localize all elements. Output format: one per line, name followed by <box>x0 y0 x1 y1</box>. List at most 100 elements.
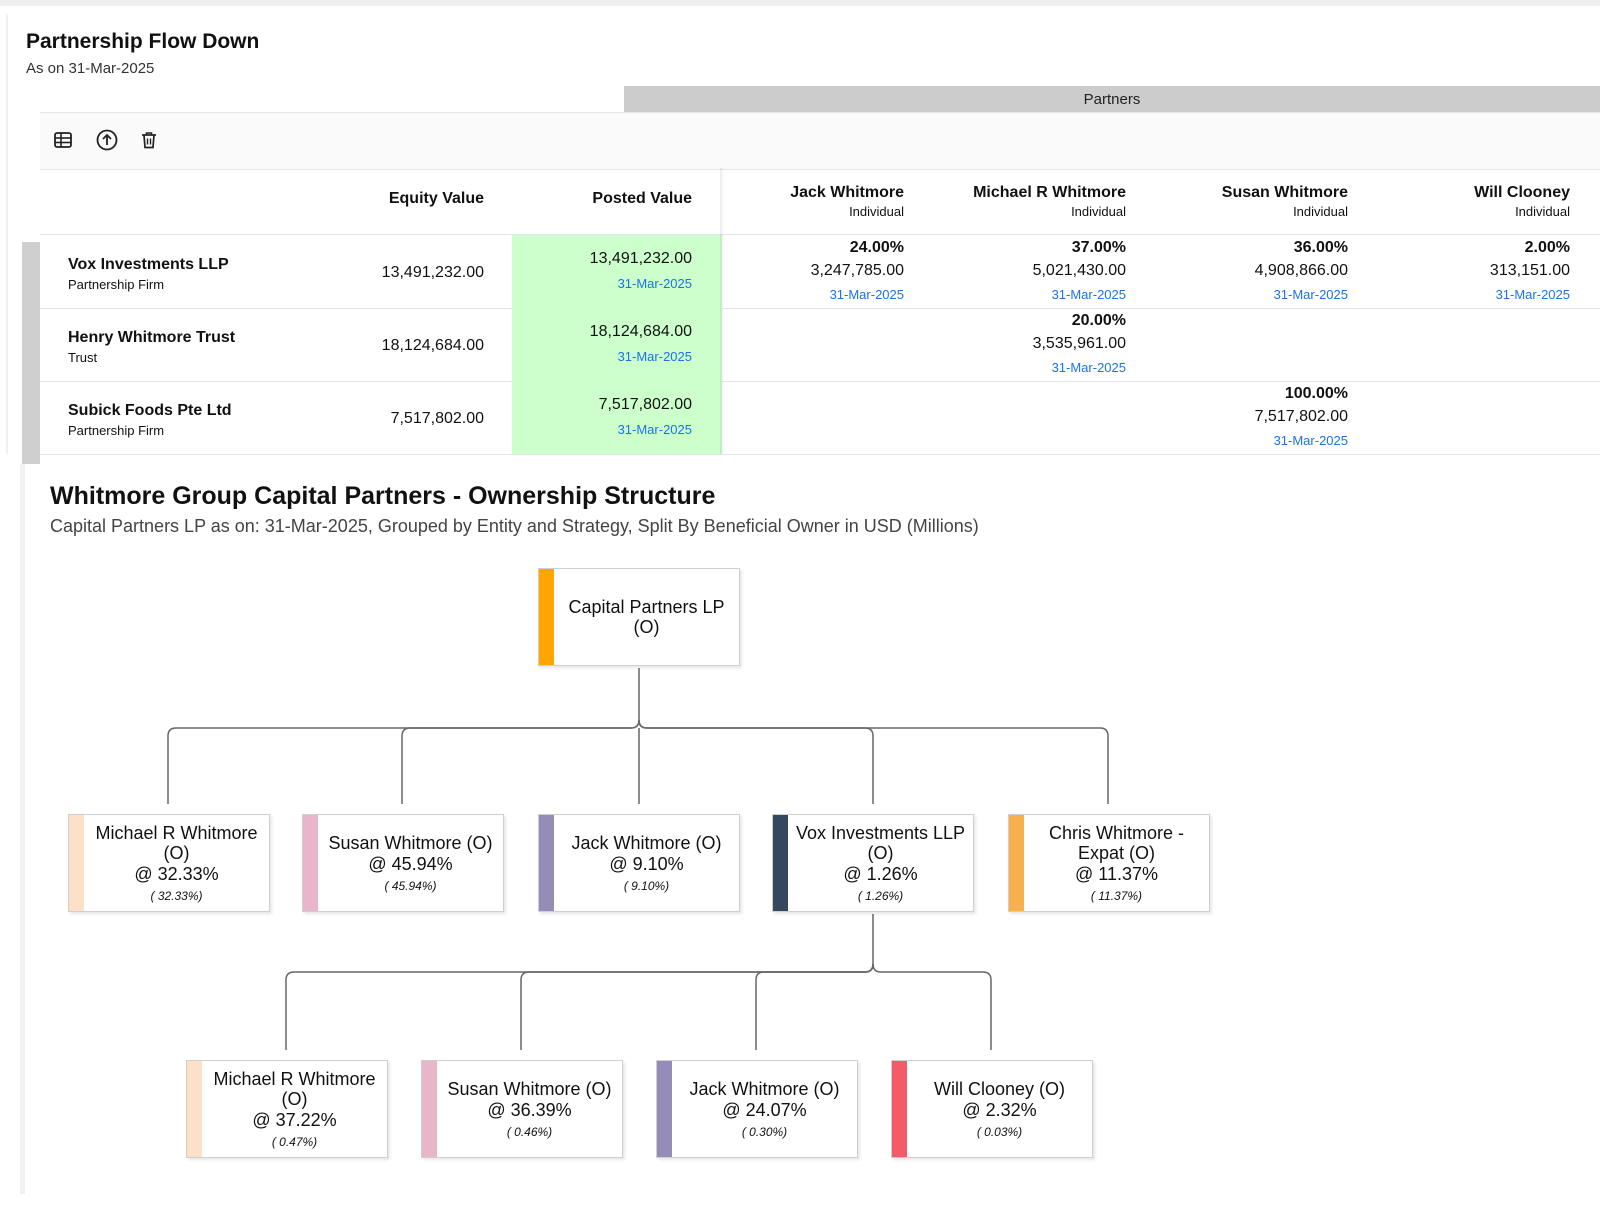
node-share: @ 32.33% <box>134 864 219 884</box>
entity-name: Subick Foods Pte Ltd <box>68 402 232 419</box>
node-share: @ 37.22% <box>252 1110 337 1130</box>
posted-value-header[interactable]: Posted Value <box>592 190 692 207</box>
node-color-marker <box>422 1061 437 1157</box>
chart-title: Whitmore Group Capital Partners - Owners… <box>50 482 716 510</box>
posted-value-cell[interactable]: 18,124,684.00 31-Mar-2025 <box>512 308 722 381</box>
node-share: @ 11.37% <box>1075 864 1158 884</box>
connector <box>167 668 640 804</box>
node-share: @ 45.94% <box>368 854 453 874</box>
cell-percent: 24.00% <box>849 239 904 256</box>
partner-cell-michael[interactable]: 20.00% 3,535,961.00 31-Mar-2025 <box>906 312 1126 375</box>
entity-type: Partnership Firm <box>68 423 165 438</box>
partner-name: Michael R Whitmore <box>973 184 1126 201</box>
cell-percent: 36.00% <box>1293 239 1348 256</box>
entity-name: Henry Whitmore Trust <box>68 329 236 346</box>
partners-label: Partners <box>1083 91 1141 108</box>
cell-amount: 313,151.00 <box>1489 262 1570 279</box>
equity-value: 7,517,802.00 <box>390 410 484 427</box>
org-node-vox-jack[interactable]: Jack Whitmore (O) @ 24.07% ( 0.30%) <box>656 1060 858 1158</box>
posted-value: 7,517,802.00 <box>598 396 692 413</box>
node-share: @ 24.07% <box>722 1100 807 1120</box>
org-node-root[interactable]: Capital Partners LP (O) <box>538 568 740 666</box>
entity-name: Vox Investments LLP <box>68 256 229 273</box>
entity-type: Trust <box>68 350 98 365</box>
partner-header-susan[interactable]: Susan Whitmore Individual <box>1128 184 1348 219</box>
posted-value: 18,124,684.00 <box>589 323 692 340</box>
org-node-jack[interactable]: Jack Whitmore (O) @ 9.10% ( 9.10%) <box>538 814 740 912</box>
posted-value-cell[interactable]: 13,491,232.00 31-Mar-2025 <box>512 235 722 308</box>
cell-percent: 20.00% <box>1071 312 1126 329</box>
chart-subtitle: Capital Partners LP as on: 31-Mar-2025, … <box>50 516 979 536</box>
table-grid-icon[interactable] <box>52 129 74 151</box>
partners-group-header: Partners <box>624 86 1600 112</box>
table-row[interactable]: Henry Whitmore Trust Trust 18,124,684.00… <box>40 308 1600 382</box>
node-effective-share: ( 0.46%) <box>506 1125 553 1139</box>
node-name: Chris Whitmore - Expat (O) <box>1048 823 1184 863</box>
top-strip <box>0 0 1600 6</box>
table-row[interactable]: Subick Foods Pte Ltd Partnership Firm 7,… <box>40 381 1600 455</box>
node-share: @ 2.32% <box>962 1100 1037 1120</box>
equity-value: 18,124,684.00 <box>381 337 484 354</box>
frozen-column-shadow <box>720 168 724 454</box>
partner-cell-michael[interactable]: 37.00% 5,021,430.00 31-Mar-2025 <box>906 239 1126 302</box>
partner-cell-susan[interactable]: 36.00% 4,908,866.00 31-Mar-2025 <box>1128 239 1348 302</box>
connector <box>285 914 874 1050</box>
page-title: Partnership Flow Down <box>26 30 260 53</box>
grid-toolbar <box>40 112 1600 170</box>
node-effective-share: ( 0.47%) <box>271 1135 318 1149</box>
node-name: Michael R Whitmore (O) <box>95 823 258 863</box>
trash-icon[interactable] <box>138 129 160 151</box>
cell-date[interactable]: 31-Mar-2025 <box>1051 360 1126 375</box>
connector <box>755 963 874 1050</box>
node-effective-share: ( 9.10%) <box>623 879 670 893</box>
entity-type: Partnership Firm <box>68 277 165 292</box>
posted-value-cell[interactable]: 7,517,802.00 31-Mar-2025 <box>512 381 722 454</box>
node-color-marker <box>539 569 554 665</box>
card-edge <box>6 14 8 454</box>
table-row[interactable]: Vox Investments LLP Partnership Firm 13,… <box>40 235 1600 309</box>
org-node-vox[interactable]: Vox Investments LLP (O) @ 1.26% ( 1.26%) <box>772 814 974 912</box>
partner-header-jack[interactable]: Jack Whitmore Individual <box>684 184 904 219</box>
node-share: @ 36.39% <box>487 1100 572 1120</box>
cell-date[interactable]: 31-Mar-2025 <box>829 287 904 302</box>
row-scroll-indicator[interactable] <box>22 242 40 464</box>
partner-header-will[interactable]: Will Clooney Individual <box>1350 184 1570 219</box>
org-node-vox-michael[interactable]: Michael R Whitmore (O) @ 37.22% ( 0.47%) <box>186 1060 388 1158</box>
cell-amount: 3,247,785.00 <box>810 262 904 279</box>
node-color-marker <box>69 815 84 911</box>
posted-date[interactable]: 31-Mar-2025 <box>617 422 692 437</box>
node-color-marker <box>539 815 554 911</box>
posted-value: 13,491,232.00 <box>589 250 692 267</box>
org-node-michael[interactable]: Michael R Whitmore (O) @ 32.33% ( 32.33%… <box>68 814 270 912</box>
node-effective-share: ( 0.30%) <box>741 1125 788 1139</box>
cell-amount: 5,021,430.00 <box>1032 262 1126 279</box>
org-node-vox-will[interactable]: Will Clooney (O) @ 2.32% ( 0.03%) <box>891 1060 1093 1158</box>
cell-date[interactable]: 31-Mar-2025 <box>1051 287 1126 302</box>
cell-percent: 100.00% <box>1284 385 1348 402</box>
upload-circle-icon[interactable] <box>96 129 118 151</box>
partner-cell-jack[interactable]: 24.00% 3,247,785.00 31-Mar-2025 <box>684 239 904 302</box>
partner-header-michael[interactable]: Michael R Whitmore Individual <box>906 184 1126 219</box>
partner-cell-will[interactable]: 2.00% 313,151.00 31-Mar-2025 <box>1350 239 1570 302</box>
partner-cell-susan[interactable]: 100.00% 7,517,802.00 31-Mar-2025 <box>1128 385 1348 448</box>
connector <box>520 963 874 1050</box>
node-name: Susan Whitmore (O) <box>447 1079 612 1099</box>
node-name: Michael R Whitmore (O) <box>213 1069 376 1109</box>
org-node-vox-susan[interactable]: Susan Whitmore (O) @ 36.39% ( 0.46%) <box>421 1060 623 1158</box>
node-name: Jack Whitmore (O) <box>571 833 722 853</box>
cell-date[interactable]: 31-Mar-2025 <box>1495 287 1570 302</box>
cell-amount: 7,517,802.00 <box>1254 408 1348 425</box>
connector <box>638 719 1109 804</box>
cell-date[interactable]: 31-Mar-2025 <box>1273 287 1348 302</box>
node-effective-share: ( 45.94%) <box>384 879 437 893</box>
page-subtitle: As on 31-Mar-2025 <box>26 60 155 77</box>
posted-date[interactable]: 31-Mar-2025 <box>617 276 692 291</box>
node-color-marker <box>303 815 318 911</box>
org-node-susan[interactable]: Susan Whitmore (O) @ 45.94% ( 45.94%) <box>302 814 504 912</box>
org-node-chris[interactable]: Chris Whitmore - Expat (O) @ 11.37% ( 11… <box>1008 814 1210 912</box>
equity-value-header[interactable]: Equity Value <box>388 190 484 207</box>
node-effective-share: ( 0.03%) <box>976 1125 1023 1139</box>
cell-date[interactable]: 31-Mar-2025 <box>1273 433 1348 448</box>
posted-date[interactable]: 31-Mar-2025 <box>617 349 692 364</box>
